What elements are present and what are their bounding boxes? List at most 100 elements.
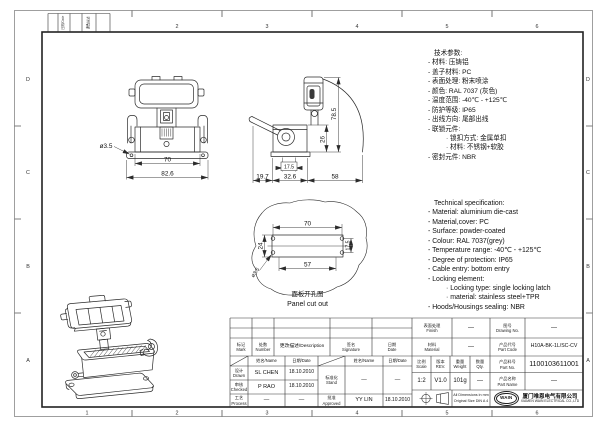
field-weight-en: Weight [453, 364, 467, 369]
role-process-en: Process [231, 400, 247, 406]
th-date-2: 日期/Date [383, 356, 412, 366]
field-weight-cn: 重量 [455, 358, 465, 364]
role-process-cn: 工艺 [234, 395, 244, 401]
filing-strip-label: 日期/Date [60, 15, 65, 30]
th-date-cn: 日期 [387, 341, 397, 347]
field-qty-value-text: — [477, 377, 483, 384]
field-qty-value: — [470, 372, 490, 390]
dims-note-line2: Original Size DIN A 4 [453, 398, 489, 403]
field-material-cn: 材料 [427, 341, 437, 347]
field-scale-cn: 比例 [417, 358, 426, 364]
field-part-code-label: 产品代号 Part Code [490, 338, 525, 356]
field-part-code-value: H10A-BK-1L/SC-CV [525, 338, 583, 356]
panel-dim-right: 17.5 [346, 240, 352, 250]
field-material-en: Material [424, 347, 440, 352]
field-rev-cn: 版本 [436, 358, 445, 364]
panel-dim-top: 70 [304, 221, 312, 228]
stand-name-text: — [361, 376, 367, 383]
note-line: - Material,cover: PC [428, 218, 489, 226]
note-line: - Colour: RAL 7037(grey) [428, 237, 505, 245]
zone-letter: C [586, 170, 590, 176]
zone-number: 5 [446, 411, 449, 417]
note-line: - Degree of protection: IP65 [428, 256, 513, 264]
th-date-en: Date [387, 347, 397, 352]
company-cell: WAIN 厦门唯恩电气有限公司 XIAMEN WAIN ELECTRICAL C… [490, 390, 583, 407]
field-drawing-no-en: Drawing No. [495, 328, 520, 333]
role-checked-en: Checked [230, 387, 248, 392]
front-dim-hole: ø3.5 [100, 143, 113, 150]
field-part-no-value: 1100103611001 [525, 356, 583, 373]
note-line: · material: stainless steel+TPR [446, 294, 540, 302]
th-number-en: Number [255, 347, 271, 352]
note-line: · 锁扣方式: 金属单扣 [446, 134, 507, 142]
front-view: ø3.5 70 82.6 [100, 76, 209, 180]
approved-name-text: YY LIN [355, 397, 373, 404]
note-line: - 表面处理: 粉末喷涂 [428, 78, 489, 86]
field-finish-value: — [452, 318, 490, 338]
th-number-cn: 处数 [258, 341, 268, 347]
field-rev-label: 版本 REV. [431, 356, 450, 372]
field-finish-label: 表面处理 Finish [412, 318, 452, 338]
zone-labels: 1 2 3 4 5 6 1 2 3 4 5 6 D C B A D C B A [26, 24, 590, 417]
wain-logo-icon: WAIN [493, 391, 519, 406]
field-drawing-no-value: — [525, 318, 583, 338]
zone-number: 1 [86, 24, 89, 30]
process-name-text: — [263, 397, 270, 404]
side-dim-height: 78.5 [331, 107, 338, 120]
note-line: - 盖子材料: PC [428, 68, 472, 76]
field-qty-en: Qty. [476, 364, 484, 369]
side-dim-b: 32.6 [284, 174, 297, 181]
side-dim-a: 19.7 [256, 174, 269, 181]
company-name-en: XIAMEN WAIN ELECTRICAL CO.,LTD [520, 398, 580, 403]
panel-dim-bottom: 57 [304, 262, 312, 269]
field-weight-value-text: 101g [453, 377, 467, 384]
approved-name: YY LIN [345, 394, 383, 407]
panel-dim-left: 24 [258, 242, 265, 250]
projection-symbol-icon [419, 392, 449, 405]
drawn-name-text: SL CHEN [254, 369, 279, 376]
zone-letter: D [586, 77, 590, 83]
th-date-1-text: 日期/Date [292, 357, 311, 363]
dims-note-line1: All Dimensions in mm [453, 392, 489, 397]
panel-caption-cn-text: 面板开孔图 [291, 290, 324, 298]
filing-strip-label: 更改描述 [86, 16, 91, 29]
stand-date-text: — [394, 376, 401, 383]
th-number: 处数 Number [252, 338, 274, 356]
field-part-code-en: Part Code [498, 347, 517, 352]
front-dim-body: 70 [164, 157, 172, 164]
stand-date: — [383, 366, 412, 394]
zone-number: 5 [446, 24, 449, 30]
zone-number: 6 [536, 24, 539, 30]
th-signature: 签名 Signature [330, 338, 372, 356]
note-line: - 防护等级: IP65 [428, 106, 476, 114]
field-scale-value-text: 1:2 [417, 377, 426, 384]
panel-caption-en: Panel cut out [270, 300, 345, 309]
zone-number: 4 [356, 24, 359, 30]
field-weight-label: 重量 Weight [450, 356, 470, 372]
notes-english: Technical specification: - Material: alu… [428, 199, 583, 312]
approved-date-text: 18.10.2010 [384, 396, 411, 403]
side-dim-inner: 17.5 [284, 164, 294, 170]
role-checked: 审核 Checked [230, 380, 248, 394]
company-name-cn: 厦门唯恩电气有限公司 [522, 393, 578, 400]
process-name: — [248, 394, 285, 407]
note-line: - Surface: powder-coated [428, 228, 506, 236]
role-stand-cn: 标准化 [325, 374, 338, 380]
field-drawing-no-value-text: — [551, 324, 557, 331]
panel-dim-hole: ø3.5 [250, 267, 261, 279]
field-scale-en: Scale [416, 364, 427, 369]
field-drawing-no-label: 图号 Drawing No. [490, 318, 525, 338]
th-signature-cn: 签名 [346, 341, 356, 347]
field-qty-cn: 数量 [475, 358, 485, 364]
side-view: 78.5 26 17.5 19.7 32.6 58 [248, 76, 364, 183]
field-rev-en: REV. [435, 364, 446, 369]
field-part-no-label: 产品料号 Part No. [490, 356, 525, 373]
zone-number: 3 [266, 411, 269, 417]
panel-caption-en-text: Panel cut out [287, 300, 328, 308]
role-drawn-en: Drawn [232, 373, 246, 378]
field-part-code-value-text: H10A-BK-1L/SC-CV [530, 343, 578, 350]
note-line: - Material: aluminium die-cast [428, 209, 518, 217]
note-line: - 联锁元件: [428, 125, 461, 133]
drawn-name: SL CHEN [248, 366, 285, 380]
